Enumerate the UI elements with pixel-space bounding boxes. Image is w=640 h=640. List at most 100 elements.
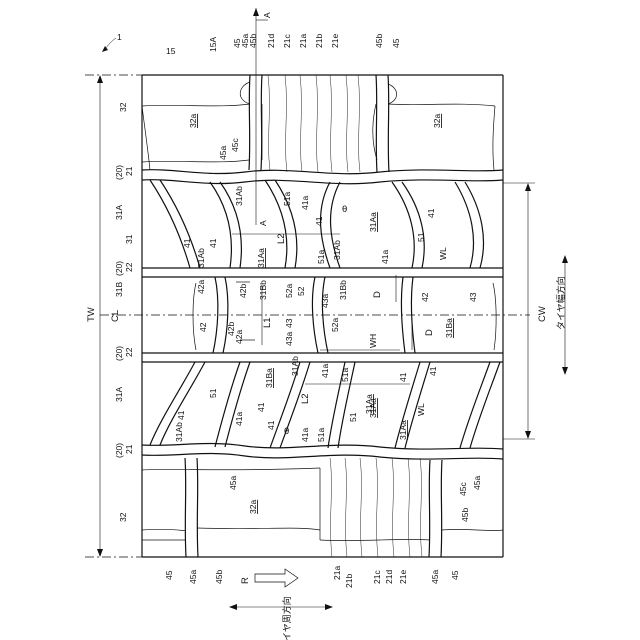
sipe-bundle-top	[268, 75, 360, 172]
rotation-arrow-R	[255, 569, 298, 587]
label-31Aa-4: 31Aa	[368, 398, 378, 418]
label-41-5: 41	[398, 372, 408, 382]
label-41-2: 41	[426, 208, 436, 218]
label-theta-2: θ	[284, 426, 289, 437]
main-groove-22-top	[142, 268, 503, 277]
dimension-TW	[97, 75, 103, 557]
label-43-2: 43	[284, 318, 294, 328]
label-41a-1: 41a	[300, 196, 310, 210]
label-WL-2: WL	[416, 403, 426, 416]
label-31Ab-3: 31Ab	[196, 248, 206, 268]
label-42-2: 42	[198, 322, 208, 332]
label-45a-mid: 45a	[228, 476, 238, 490]
label-21e-top: 21e	[330, 34, 340, 48]
label-32-top: 32	[118, 102, 128, 112]
shoulder-groove-45-top-left	[240, 75, 262, 170]
label-D-2: D	[424, 329, 435, 336]
label-41-6: 41	[428, 366, 438, 376]
circumferential-direction-arrow	[229, 604, 333, 610]
label-R: R	[240, 577, 251, 584]
label-20-top: (20)	[114, 165, 124, 180]
label-31Bb-1: 31Bb	[258, 280, 268, 300]
label-43-1: 43	[468, 292, 478, 302]
label-51a-2: 51a	[316, 250, 326, 264]
main-groove-22-bottom	[142, 353, 503, 362]
label-45b-top: 45b	[248, 34, 258, 48]
label-22-top: 22	[124, 262, 134, 272]
label-51-3: 51	[348, 412, 358, 422]
label-1: 1	[117, 32, 122, 42]
label-31Ba-1: 31Ba	[444, 318, 454, 338]
label-32a-bottom: 32a	[248, 500, 258, 514]
label-31Ab-1: 31Ab	[234, 186, 244, 206]
label-CW: CW	[537, 306, 548, 322]
label-41a-3: 41a	[320, 364, 330, 378]
label-45c-top: 45c	[230, 138, 240, 152]
label-31B: 31B	[114, 282, 124, 297]
label-45-bot-r: 45	[450, 570, 460, 580]
shoulder-block-outline-bottom	[142, 468, 503, 541]
label-32a-top-right: 32a	[432, 114, 442, 128]
label-41-8: 41	[176, 410, 186, 420]
label-31Ab-4: 31Ab	[290, 356, 300, 376]
label-21-top: 21	[124, 166, 134, 176]
label-WL-1: WL	[438, 247, 448, 260]
label-41-1: 41	[314, 216, 324, 226]
shoulder-groove-45-bottom-left	[185, 458, 198, 557]
leader-1	[102, 38, 116, 52]
label-31Aa-5: 31Aa	[398, 420, 408, 440]
label-20-mid2: (20)	[114, 346, 124, 361]
label-15A: 15A	[208, 37, 218, 52]
label-41-4: 41	[208, 238, 218, 248]
label-41-7: 41	[256, 402, 266, 412]
main-groove-21-top	[142, 170, 503, 184]
label-31Ab-2: 31Ab	[332, 240, 342, 260]
label-L2-1: L2	[276, 233, 287, 244]
label-45-bot: 45	[164, 570, 174, 580]
label-52a-2: 52a	[330, 318, 340, 332]
label-41a-5: 41a	[300, 428, 310, 442]
label-43a-2: 43a	[284, 332, 294, 346]
label-31A-top: 31A	[114, 205, 124, 220]
label-21a-bot: 21a	[332, 566, 342, 580]
label-20-mid1: (20)	[114, 261, 124, 276]
label-42a-2: 42a	[234, 330, 244, 344]
dimension-D	[396, 275, 412, 350]
label-41a-4: 41a	[234, 412, 244, 426]
label-45c-bot: 45c	[458, 482, 468, 496]
label-21-bot: 21	[124, 444, 134, 454]
label-32-bot: 32	[118, 512, 128, 522]
label-D-1: D	[372, 291, 383, 298]
label-21c-top: 21c	[282, 34, 292, 48]
label-45a-bot-l: 45a	[188, 570, 198, 584]
label-31Ab-5: 31Ab	[174, 422, 184, 442]
label-21c-bot: 21c	[372, 570, 382, 584]
label-45a-bot: 45a	[472, 476, 482, 490]
label-jp-circ: タイヤ周方向	[281, 596, 293, 640]
label-52-1: 52	[296, 286, 306, 296]
label-21d-bot: 21d	[384, 570, 394, 584]
label-15: 15	[166, 46, 176, 56]
label-51a-4: 51a	[316, 428, 326, 442]
label-31-top: 31	[124, 234, 134, 244]
label-theta-1: θ	[342, 204, 347, 215]
label-31Bb-2: 31Bb	[338, 280, 348, 300]
label-45a-bot-r: 45a	[430, 570, 440, 584]
label-45b-bot-l: 45b	[214, 570, 224, 584]
label-41-3: 41	[182, 238, 192, 248]
label-45a-top-2: 45a	[218, 146, 228, 160]
label-32a-top-left: 32a	[188, 114, 198, 128]
label-CL: CL	[110, 310, 121, 322]
label-TW: TW	[86, 307, 97, 322]
label-31Aa-1: 31Aa	[368, 212, 378, 232]
label-43a-1: 43a	[320, 294, 330, 308]
dimension-CW	[503, 183, 535, 439]
label-section-A-top: A	[262, 12, 272, 18]
shoulder-groove-45-bottom-right	[429, 460, 442, 557]
label-L2-2: L2	[300, 393, 311, 404]
label-21a-top: 21a	[298, 34, 308, 48]
label-45b-top-r: 45b	[374, 34, 384, 48]
shoulder-groove-45-top-right	[376, 75, 397, 172]
label-41-9: 41	[266, 420, 276, 430]
label-31Ba-2: 31Ba	[264, 368, 274, 388]
